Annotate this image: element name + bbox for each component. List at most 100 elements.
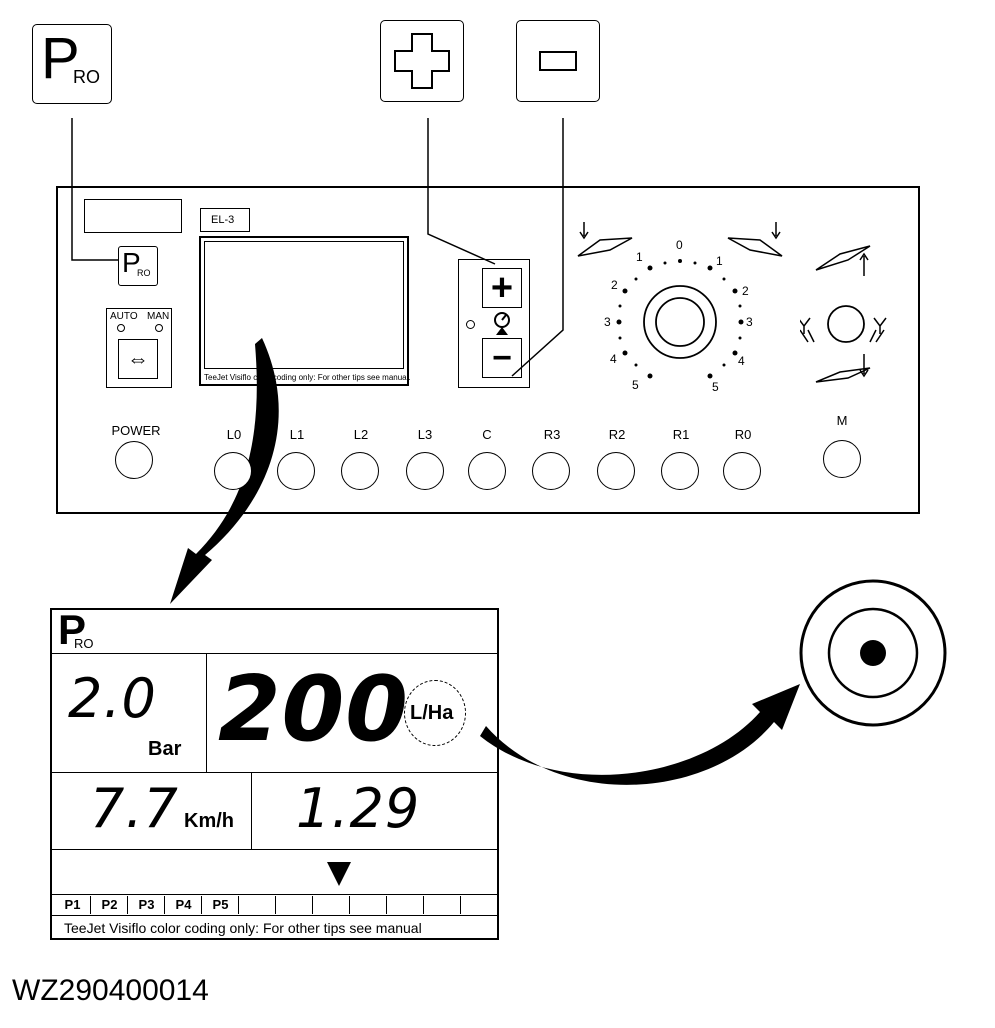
boom-fold-controls (800, 245, 887, 383)
plus-minus-key-group: + − (458, 259, 530, 388)
flow-value: 1.29 (296, 777, 421, 840)
section-label-r0: R0 (734, 427, 752, 442)
minus-key[interactable]: − (482, 338, 522, 378)
mode-label: M (836, 413, 848, 428)
section-button-c[interactable] (468, 452, 506, 490)
section-button-l2[interactable] (341, 452, 379, 490)
section-button-l1[interactable] (277, 452, 315, 490)
display-pro-small: RO (74, 636, 94, 651)
plus-icon (393, 32, 450, 89)
preset-p2[interactable]: P2 (92, 896, 128, 914)
display-divider-v2 (251, 772, 252, 849)
pressure-gauge-icon (494, 312, 510, 335)
auto-man-switch: AUTO MAN ⇔ (106, 308, 172, 388)
mode-button[interactable] (823, 440, 861, 478)
boom-fold-knob[interactable] (826, 306, 866, 344)
auto-man-toggle-button[interactable]: ⇔ (118, 339, 158, 379)
display-footer: TeeJet Visiflo color coding only: For ot… (64, 920, 422, 936)
dial-tick-4-right: 4 (738, 354, 745, 368)
display-divider-3 (52, 849, 497, 850)
section-button-r0[interactable] (723, 452, 761, 490)
section-label-c: C (482, 427, 492, 442)
section-label-r2: R2 (608, 427, 626, 442)
dial-tick-3-left: 3 (604, 315, 611, 329)
section-label-r1: R1 (672, 427, 690, 442)
rate-unit-highlight (404, 680, 466, 746)
boom-dial-knob[interactable] (646, 290, 714, 354)
rate-knob-detail (799, 579, 947, 727)
plus-key-callout[interactable] (380, 20, 464, 102)
swap-arrows-icon: ⇔ (127, 346, 149, 371)
enlarged-display: P RO 2.0 Bar 200 L/Ha 7.7 Km/h 1.29 P1 P… (50, 608, 499, 940)
plus-key[interactable]: + (482, 268, 522, 308)
figure-id: WZ290400014 (12, 974, 209, 1007)
control-panel (56, 186, 920, 514)
section-button-r2[interactable] (597, 452, 635, 490)
preset-p3[interactable]: P3 (129, 896, 165, 914)
preset-slot (240, 896, 276, 914)
preset-p5[interactable]: P5 (203, 896, 239, 914)
auto-led (117, 324, 125, 332)
power-label: POWER (111, 423, 161, 438)
dial-tick-1-left: 1 (636, 250, 643, 264)
minus-key-callout[interactable] (516, 20, 600, 102)
panel-blank-label (84, 199, 182, 233)
minus-icon (538, 50, 577, 71)
section-label-l2: L2 (353, 427, 369, 442)
section-button-l0[interactable] (214, 452, 252, 490)
pressure-value: 2.0 (68, 667, 157, 730)
pressure-unit: Bar (148, 738, 182, 760)
mini-display-inner (204, 241, 404, 369)
dial-tick-2-right: 2 (742, 284, 749, 298)
rate-unit: L/Ha (410, 702, 454, 724)
dial-tick-5-left: 5 (632, 378, 639, 392)
preset-p1[interactable]: P1 (55, 896, 91, 914)
section-label-r3: R3 (543, 427, 561, 442)
pro-key-small-letters: RO (73, 67, 100, 87)
preset-bar: P1 P2 P3 P4 P5 (55, 896, 499, 914)
pro-key-small: RO (137, 268, 151, 278)
power-button[interactable] (115, 441, 153, 479)
pro-key-callout[interactable]: P RO (32, 24, 112, 104)
preset-slot (388, 896, 424, 914)
plus-sign-icon: + (490, 267, 514, 309)
preset-slot (314, 896, 350, 914)
mini-display-footer: TeeJet Visiflo color coding only: For ot… (204, 373, 411, 382)
section-label-l3: L3 (417, 427, 433, 442)
boom-dial-scale (577, 222, 783, 379)
preset-slot (462, 896, 498, 914)
display-divider-2 (52, 772, 497, 773)
minus-sign-icon: − (492, 339, 512, 377)
man-label: MAN (147, 311, 170, 322)
auto-label: AUTO (110, 311, 138, 322)
man-led (155, 324, 163, 332)
section-button-l3[interactable] (406, 452, 444, 490)
dial-tick-1-right: 1 (716, 254, 723, 268)
status-led (466, 320, 475, 329)
speed-unit: Km/h (184, 810, 234, 832)
dial-tick-3-right: 3 (746, 315, 753, 329)
speed-value: 7.7 (90, 777, 179, 840)
section-marker-triangle-icon (327, 862, 351, 886)
preset-slot (425, 896, 461, 914)
display-divider-4 (52, 894, 497, 895)
dial-tick-4-left: 4 (610, 352, 617, 366)
dial-tick-2-left: 2 (611, 278, 618, 292)
display-divider-1 (52, 653, 497, 654)
display-pro-big: P (58, 606, 87, 653)
pro-key[interactable]: P RO (118, 246, 158, 286)
section-button-r1[interactable] (661, 452, 699, 490)
preset-slot (351, 896, 387, 914)
dial-tick-0: 0 (676, 238, 683, 252)
pro-key-big-letter: P (41, 26, 80, 91)
section-button-r3[interactable] (532, 452, 570, 490)
rate-value: 200 (218, 657, 409, 762)
model-label: EL-3 (211, 214, 235, 226)
section-label-l1: L1 (289, 427, 305, 442)
display-divider-5 (52, 915, 497, 916)
section-label-l0: L0 (226, 427, 242, 442)
model-label-tab: EL-3 (200, 208, 250, 232)
mini-display-screen: TeeJet Visiflo color coding only: For ot… (199, 236, 411, 386)
preset-p4[interactable]: P4 (166, 896, 202, 914)
preset-slot (277, 896, 313, 914)
